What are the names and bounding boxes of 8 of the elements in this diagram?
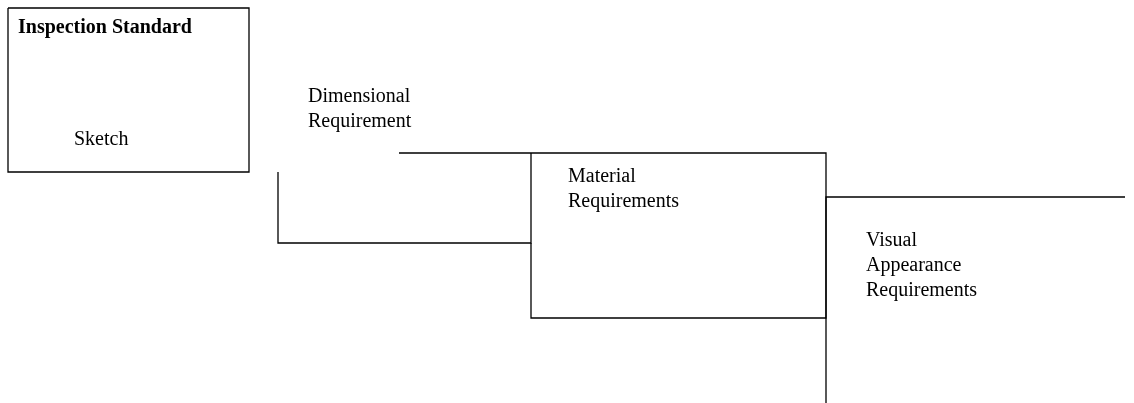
step-box xyxy=(399,153,826,318)
step-box xyxy=(826,197,1126,403)
box-text: Visual Appearance Requirements xyxy=(866,227,979,302)
box-heading: Inspection Standard xyxy=(18,14,193,39)
box-text: Sketch xyxy=(74,126,130,151)
box-text: Material Requirements xyxy=(568,163,681,213)
step-box xyxy=(8,8,249,172)
box-text: Dimensional Requirement xyxy=(308,83,413,133)
